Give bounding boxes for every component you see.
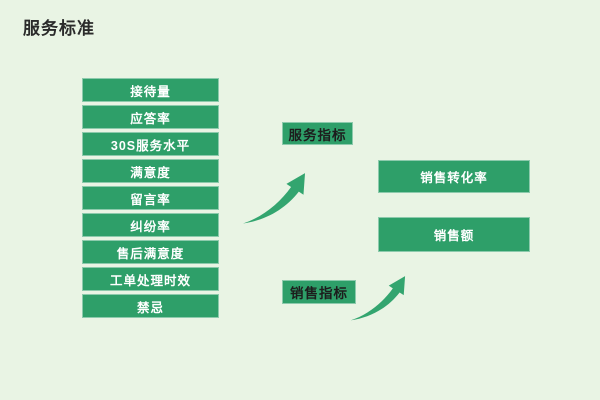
curved-up-right-arrow-icon	[350, 265, 418, 324]
service-metric-box: 30S服务水平	[82, 132, 219, 156]
service-metric-box: 留言率	[82, 186, 219, 210]
service-metric-box: 禁忌	[82, 294, 219, 318]
curved-up-right-arrow-icon	[242, 163, 320, 225]
sales-indicator-label-box: 销售指标	[282, 280, 356, 304]
service-metric-box: 售后满意度	[82, 240, 219, 264]
sales-conversion-rate-box: 销售转化率	[378, 160, 530, 193]
service-metric-box: 工单处理时效	[82, 267, 219, 291]
page-title: 服务标准	[23, 19, 95, 38]
service-metrics-column: 接待量 应答率 30S服务水平 满意度 留言率 纠纷率 售后满意度 工单处理时效…	[82, 78, 219, 318]
service-metric-box: 应答率	[82, 105, 219, 129]
service-metric-box: 纠纷率	[82, 213, 219, 237]
service-metric-box: 接待量	[82, 78, 219, 102]
service-indicator-label-box: 服务指标	[282, 122, 353, 145]
service-metric-box: 满意度	[82, 159, 219, 183]
sales-amount-box: 销售额	[378, 217, 530, 252]
